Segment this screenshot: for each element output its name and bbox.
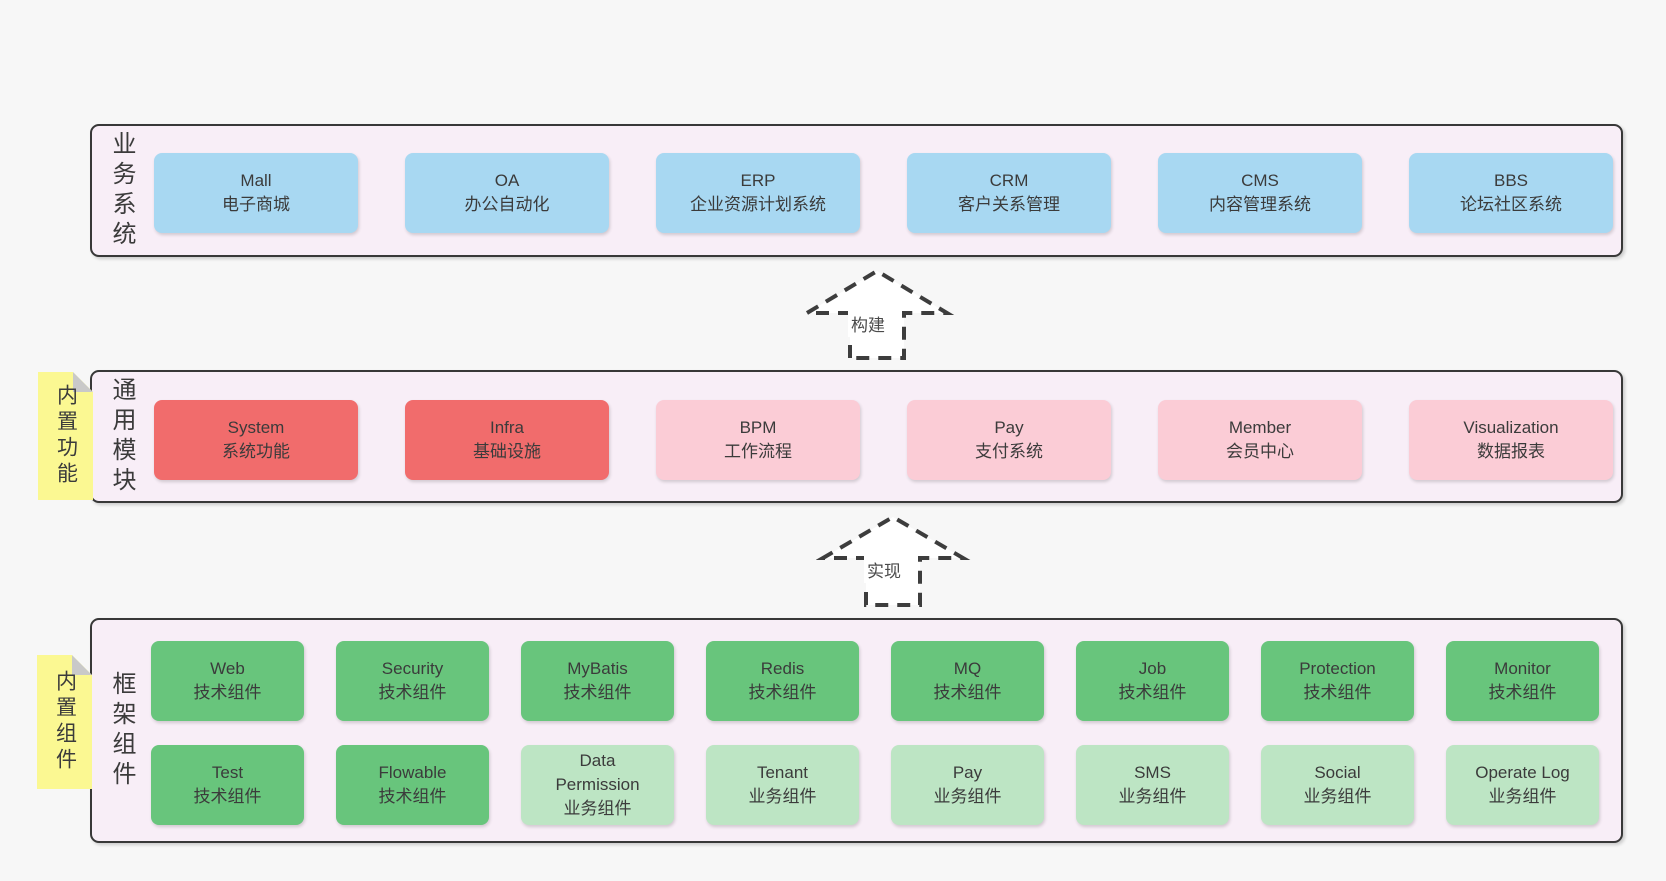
sticky-note-text: 内置功能 (54, 384, 78, 488)
sticky-note-text: 内置组件 (53, 670, 77, 774)
node-data-permission: Data Permission 业务组件 (521, 745, 674, 825)
sticky-note-built-in-functions: 内置功能 (38, 372, 93, 500)
node-erp: ERP 企业资源计划系统 (656, 153, 860, 233)
node-flowable: Flowable 技术组件 (336, 745, 489, 825)
layer-framework-components: 框架组件 Web 技术组件 Security 技术组件 MyBatis 技术组件… (90, 618, 1623, 843)
note-fold-icon (73, 372, 93, 392)
node-redis: Redis 技术组件 (706, 641, 859, 721)
node-oa: OA 办公自动化 (405, 153, 609, 233)
node-bbs: BBS 论坛社区系统 (1409, 153, 1613, 233)
node-infra: Infra 基础设施 (405, 400, 609, 480)
node-mall: Mall 电子商城 (154, 153, 358, 233)
node-member: Member 会员中心 (1158, 400, 1362, 480)
layer-label-common-modules: 通用模块 (108, 376, 135, 497)
node-protection: Protection 技术组件 (1261, 641, 1414, 721)
layer-label-business-systems: 业务系统 (108, 130, 135, 251)
node-mq: MQ 技术组件 (891, 641, 1044, 721)
node-operate-log: Operate Log 业务组件 (1446, 745, 1599, 825)
node-visualization: Visualization 数据报表 (1409, 400, 1613, 480)
node-crm: CRM 客户关系管理 (907, 153, 1111, 233)
node-cms: CMS 内容管理系统 (1158, 153, 1362, 233)
layer-business-systems: 业务系统 Mall 电子商城 OA 办公自动化 ERP 企业资源计划系统 CRM… (90, 124, 1623, 257)
node-web: Web 技术组件 (151, 641, 304, 721)
node-sms: SMS 业务组件 (1076, 745, 1229, 825)
node-bpm: BPM 工作流程 (656, 400, 860, 480)
arrow-label-build: 构建 (848, 310, 888, 337)
node-mybatis: MyBatis 技术组件 (521, 641, 674, 721)
node-monitor: Monitor 技术组件 (1446, 641, 1599, 721)
node-tenant: Tenant 业务组件 (706, 745, 859, 825)
node-security: Security 技术组件 (336, 641, 489, 721)
node-system: System 系统功能 (154, 400, 358, 480)
node-pay-component: Pay 业务组件 (891, 745, 1044, 825)
arrow-label-implement: 实现 (864, 556, 904, 583)
layer-label-framework-components: 框架组件 (108, 670, 135, 791)
node-job: Job 技术组件 (1076, 641, 1229, 721)
node-pay-module: Pay 支付系统 (907, 400, 1111, 480)
node-social: Social 业务组件 (1261, 745, 1414, 825)
note-fold-icon (72, 655, 92, 675)
node-test: Test 技术组件 (151, 745, 304, 825)
layer-common-modules: 通用模块 System 系统功能 Infra 基础设施 BPM 工作流程 Pay… (90, 370, 1623, 503)
sticky-note-built-in-components: 内置组件 (37, 655, 92, 789)
